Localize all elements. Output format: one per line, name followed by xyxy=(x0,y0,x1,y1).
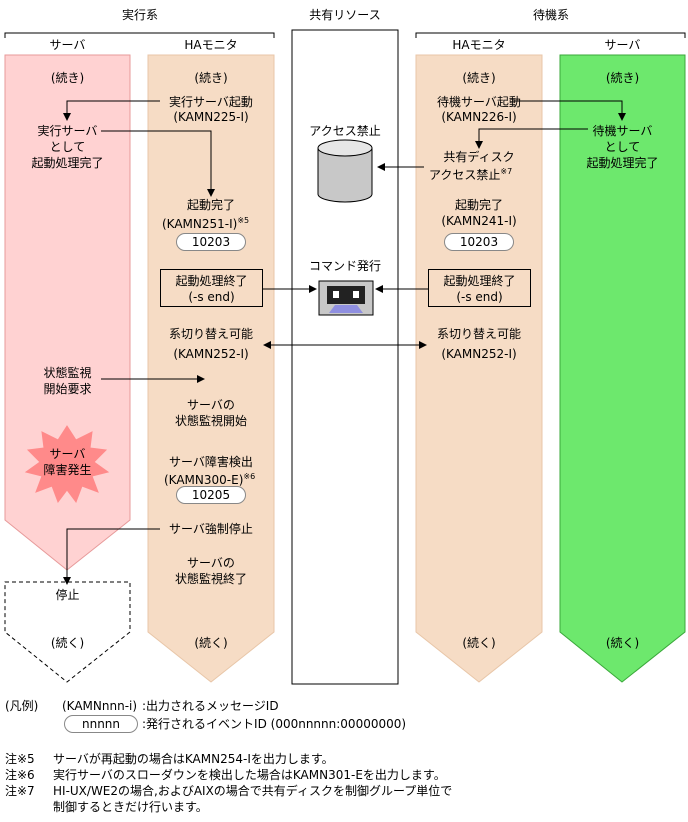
standby-server-complete-line1: 待機サーバ xyxy=(592,124,653,138)
stopped-label: 停止 xyxy=(55,588,80,602)
continued-active-server: (続き) xyxy=(50,71,85,85)
force-stop-label: サーバ強制停止 xyxy=(169,522,253,536)
column-label-active-ha: HAモニタ xyxy=(184,38,238,52)
legend-message-desc: :出力されるメッセージID xyxy=(142,699,279,713)
continued-standby-ha: (続き) xyxy=(462,71,496,85)
shared-disk-line2: アクセス禁止※7 xyxy=(429,165,512,182)
monitor-end-line2: 状態監視終了 xyxy=(174,572,247,586)
arrow-start-to-server xyxy=(63,100,160,121)
note-ref-7: ※7 xyxy=(500,167,513,176)
stopped-server-shape xyxy=(4,581,131,683)
continued-active-ha: (続き) xyxy=(194,71,228,85)
monitor-start-line1: サーバの xyxy=(187,398,235,412)
standby-ha-start-line2: (KAMN226-I) xyxy=(441,110,517,124)
monitor-request-line1: 状態監視 xyxy=(43,366,92,380)
active-server-complete-line2: として xyxy=(49,140,86,154)
legend-label: (凡例) xyxy=(5,699,39,713)
standby-ha-done-line2: (KAMN241-I) xyxy=(441,214,517,228)
note-6-mark: 注※6 xyxy=(5,768,35,782)
active-end-line1: 起動処理終了 xyxy=(175,274,248,288)
standby-ha-done-line1: 起動完了 xyxy=(454,198,503,212)
standby-server-column xyxy=(559,54,686,683)
active-ha-start-line1: 実行サーバ起動 xyxy=(169,95,253,109)
monitor-end-line1: サーバの xyxy=(187,556,235,570)
continue-standby-ha: (続く) xyxy=(462,636,496,650)
standby-ha-column xyxy=(415,54,543,683)
command-issue-label: コマンド発行 xyxy=(308,259,381,273)
standby-ha-start-line1: 待機サーバ起動 xyxy=(437,95,521,109)
note-7-text-cont: 制御するときだけ行います。 xyxy=(53,800,208,814)
column-label-standby-server: サーバ xyxy=(604,38,641,52)
header-shared-resource: 共有リソース xyxy=(309,8,381,22)
continued-standby-server: (続き) xyxy=(605,71,640,85)
arrow-standby-start-to-server xyxy=(512,100,626,121)
active-end-box xyxy=(160,269,263,307)
active-ha-column xyxy=(147,54,275,683)
failure-line2: 障害発生 xyxy=(43,463,92,477)
active-switch-line2: (KAMN252-I) xyxy=(173,347,249,361)
column-label-standby-ha: HAモニタ xyxy=(452,38,506,52)
active-server-complete-line1: 実行サーバ xyxy=(37,124,98,138)
active-ha-done-msg: (KAMN251-I) xyxy=(162,217,238,231)
note-7-text: HI-UX/WE2の場合,およびAIXの場合で共有ディスクを制御グループ単位で xyxy=(53,784,453,798)
access-denied-label: アクセス禁止 xyxy=(309,124,381,138)
shared-disk-icon xyxy=(317,139,373,203)
event-pill-10205: 10205 xyxy=(176,486,246,504)
active-end-line2: (-s end) xyxy=(188,290,235,304)
event-pill-10203-active: 10203 xyxy=(176,233,246,251)
legend-message-key: (KAMNnnn-i) xyxy=(62,699,138,713)
shared-disk-msg: アクセス禁止 xyxy=(429,168,501,182)
failure-detect-line1: サーバ障害検出 xyxy=(169,455,253,469)
header-standby-system: 待機系 xyxy=(532,8,569,22)
active-ha-start-line2: (KAMN225-I) xyxy=(173,110,249,124)
note-ref-5: ※5 xyxy=(237,216,250,225)
note-ref-6: ※6 xyxy=(243,472,256,481)
arrow-standby-server-to-disk xyxy=(475,128,588,149)
active-ha-done-line2: (KAMN251-I)※5 xyxy=(162,214,249,231)
standby-switch-line2: (KAMN252-I) xyxy=(441,347,517,361)
arrow-force-stop xyxy=(63,528,160,585)
monitor-start-line2: 状態監視開始 xyxy=(174,414,247,428)
column-label-active-server: サーバ xyxy=(49,38,86,52)
legend-event-pill: nnnnn xyxy=(64,715,138,733)
failure-detect-msg: (KAMN300-E) xyxy=(164,473,244,487)
continue-active-ha: (続く) xyxy=(194,636,228,650)
failure-line1: サーバ xyxy=(49,447,86,461)
note-5-text: サーバが再起動の場合はKAMN254-Iを出力します。 xyxy=(53,752,334,766)
standby-end-line2: (-s end) xyxy=(456,290,503,304)
event-pill-10203-standby: 10203 xyxy=(444,233,514,251)
failure-burst xyxy=(24,425,110,504)
note-5-mark: 注※5 xyxy=(5,752,35,766)
monitor-request-line2: 開始要求 xyxy=(43,382,92,396)
continue-standby-server: (続く) xyxy=(605,636,640,650)
legend-event-desc: :発行されるイベントID (000nnnnn:00000000) xyxy=(142,717,407,731)
note-7-mark: 注※7 xyxy=(5,784,35,798)
header-bracket-active xyxy=(4,32,275,38)
standby-end-line1: 起動処理終了 xyxy=(443,274,516,288)
standby-end-box xyxy=(428,269,531,307)
shared-disk-line1: 共有ディスク xyxy=(443,150,515,164)
active-server-column xyxy=(4,54,131,571)
note-6-text: 実行サーバのスローダウンを検出した場合はKAMN301-Eを出力します。 xyxy=(53,768,446,782)
header-active-system: 実行系 xyxy=(121,8,158,22)
arrow-server-to-ha-done xyxy=(101,130,215,197)
continue-active-server: (続く) xyxy=(50,636,85,650)
active-switch-line1: 系切り替え可能 xyxy=(168,327,253,341)
active-ha-done-line1: 起動完了 xyxy=(186,198,235,212)
command-terminal-icon xyxy=(318,280,374,316)
standby-switch-line1: 系切り替え可能 xyxy=(436,327,521,341)
active-server-complete-line3: 起動処理完了 xyxy=(31,156,104,170)
header-bracket-standby xyxy=(415,32,686,38)
standby-server-complete-line3: 起動処理完了 xyxy=(586,156,659,170)
shared-resource-column xyxy=(291,29,399,685)
standby-server-complete-line2: として xyxy=(604,140,641,154)
failure-detect-line2: (KAMN300-E)※6 xyxy=(164,470,255,487)
